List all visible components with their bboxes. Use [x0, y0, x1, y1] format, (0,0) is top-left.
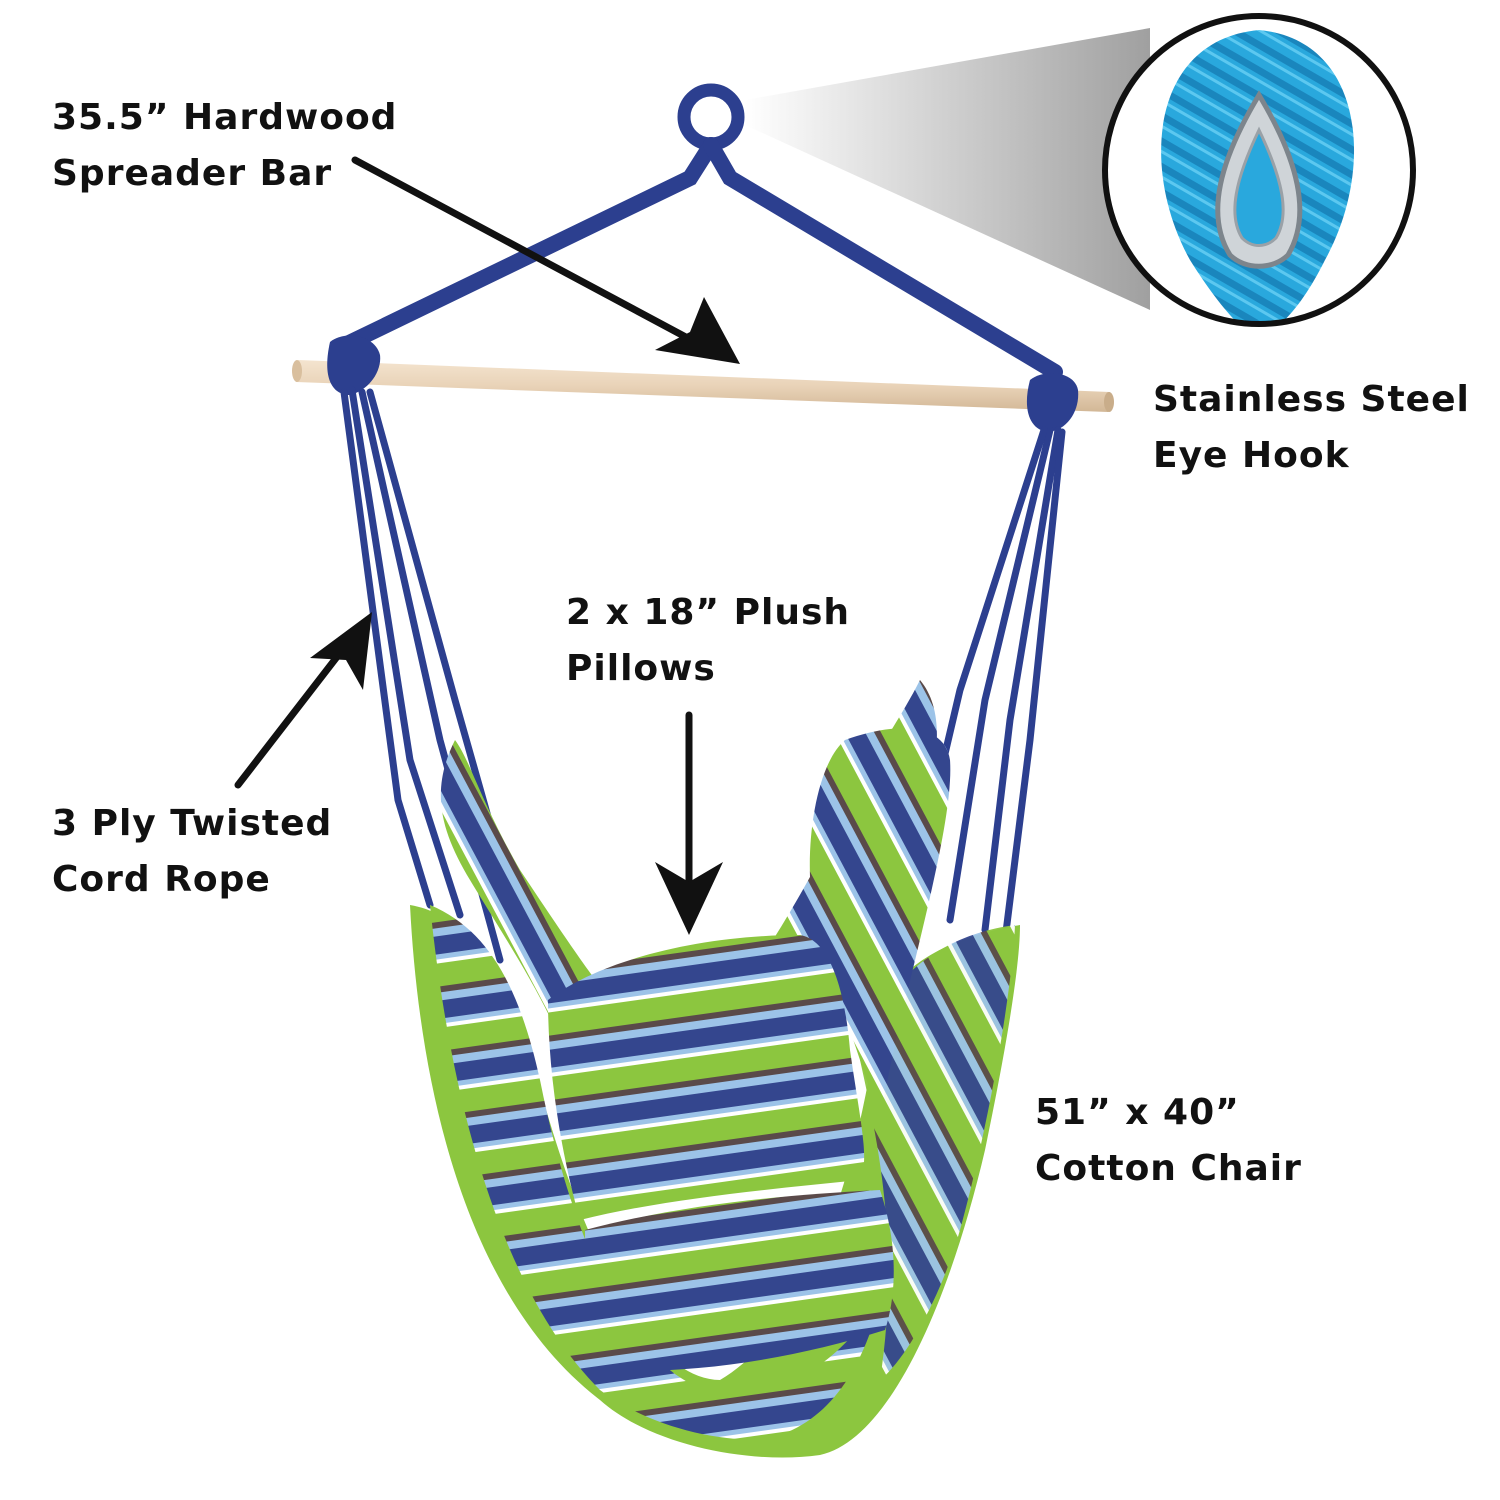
spreader-bar-label-line1: 35.5” Hardwood	[52, 97, 398, 138]
pillows-label-line2: Pillows	[566, 648, 716, 689]
eye-hook-label: Stainless Steel Eye Hook	[1153, 372, 1470, 484]
spreader-bar-label: 35.5” Hardwood Spreader Bar	[52, 90, 397, 202]
hanging-ropes	[337, 83, 1063, 380]
eye-hook-label-line2: Eye Hook	[1153, 435, 1350, 476]
rope-label: 3 Ply Twisted Cord Rope	[52, 796, 332, 908]
spreader-bar	[292, 335, 1114, 432]
eye-hook-label-line1: Stainless Steel	[1153, 379, 1470, 420]
zoom-beam	[745, 28, 1150, 310]
chair-label: 51” x 40” Cotton Chair	[1035, 1085, 1302, 1197]
spreader-bar-label-line2: Spreader Bar	[52, 153, 333, 194]
rope-label-line1: 3 Ply Twisted	[52, 803, 333, 844]
chair-label-line2: Cotton Chair	[1035, 1148, 1302, 1189]
pillows-label-line1: 2 x 18” Plush	[566, 592, 851, 633]
pillows	[548, 728, 951, 1371]
zoom-circle-icon	[1102, 13, 1416, 327]
chair-label-line1: 51” x 40”	[1035, 1092, 1240, 1133]
pillows-label: 2 x 18” Plush Pillows	[566, 585, 850, 697]
arrow-icon	[234, 156, 740, 935]
rope-label-line2: Cord Rope	[52, 859, 271, 900]
side-ropes	[340, 386, 1066, 964]
